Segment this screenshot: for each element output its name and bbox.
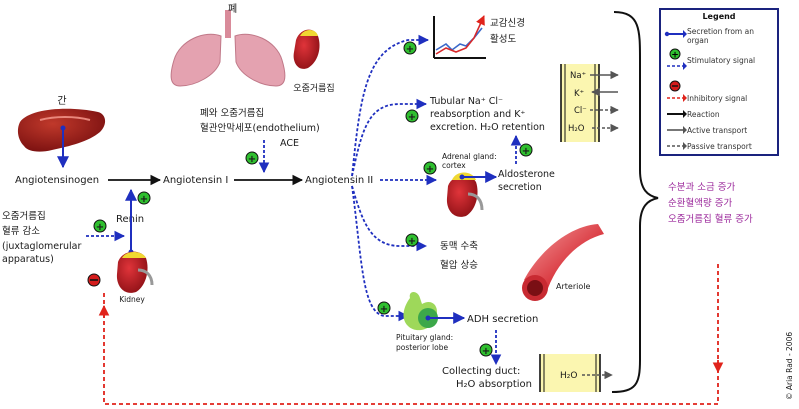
collecting-duct-icon bbox=[539, 354, 601, 392]
adrenal-line2: cortex bbox=[442, 161, 466, 170]
jga-line1: 오줌거름집 bbox=[2, 210, 46, 222]
inhibitory-feedback-arrow bbox=[103, 264, 719, 405]
copyright-label: © Aria Rad - 2006 bbox=[785, 332, 794, 400]
svg-text:+: + bbox=[426, 164, 434, 175]
legend-item-stimulatory: Stimulatory signal bbox=[687, 56, 756, 65]
ion-h2o-label: H₂O bbox=[568, 124, 585, 134]
vasoconstriction-line2: 혈압 상승 bbox=[440, 259, 478, 271]
arteriole-icon bbox=[522, 224, 604, 301]
adrenal-kidney-icon bbox=[446, 172, 484, 217]
result-line3: 오줌거름집 혈류 증가 bbox=[668, 213, 753, 225]
lung-label: 폐 bbox=[228, 3, 237, 15]
kidney-icon bbox=[116, 251, 154, 293]
ion-cl-label: Cl⁻ bbox=[574, 106, 587, 116]
legend-item-reaction: Reaction bbox=[687, 110, 720, 119]
stimulus-plus-marks: + + + + + + + + + + bbox=[93, 41, 533, 357]
aldosterone-line1: Aldosterone bbox=[498, 169, 555, 180]
pituitary-icon bbox=[403, 292, 438, 331]
legend-title: Legend bbox=[702, 12, 736, 21]
sympathetic-line1: 교감신경 bbox=[490, 17, 525, 29]
duct-h2o-label: H₂O bbox=[560, 371, 577, 381]
svg-text:+: + bbox=[406, 44, 414, 55]
angiotensin1-label: Angiotensin I bbox=[163, 175, 228, 186]
ace-label: ACE bbox=[280, 138, 299, 149]
arteriole-label: Arteriole bbox=[556, 282, 590, 291]
lung-icon bbox=[170, 10, 286, 87]
legend-item-passive-transport: Passive transport bbox=[687, 142, 752, 151]
kidney-top-label: 오줌거름집 bbox=[293, 82, 334, 94]
legend-item-active-transport: Active transport bbox=[687, 126, 748, 135]
collecting-line2: H₂O absorption bbox=[456, 379, 532, 390]
legend-item-inhibitory: Inhibitory signal bbox=[687, 94, 748, 103]
svg-text:+: + bbox=[96, 222, 104, 233]
svg-text:+: + bbox=[671, 51, 679, 61]
collecting-line1: Collecting duct: bbox=[442, 366, 520, 377]
svg-text:+: + bbox=[140, 194, 148, 205]
svg-text:+: + bbox=[380, 304, 388, 315]
adrenal-line1: Adrenal gland: bbox=[442, 152, 497, 161]
pituitary-line2: posterior lobe bbox=[396, 343, 448, 352]
svg-text:+: + bbox=[248, 154, 256, 165]
pituitary-line1: Pituitary gland: bbox=[396, 333, 453, 342]
result-line2: 순환혈액량 증가 bbox=[668, 197, 732, 209]
angiotensinogen-label: Angiotensinogen bbox=[15, 175, 99, 186]
svg-text:+: + bbox=[408, 236, 416, 247]
angiotensin2-label: Angiotensin II bbox=[305, 175, 373, 186]
svg-text:+: + bbox=[482, 346, 490, 357]
legend-item-secretion: Secretion from an organ bbox=[687, 27, 754, 45]
tubular-line3: excretion. H₂O retention bbox=[430, 122, 545, 133]
vasoconstriction-line1: 동맥 수축 bbox=[440, 241, 478, 252]
result-line1: 수분과 소금 증가 bbox=[668, 182, 735, 193]
jga-line3: (juxtaglomerular bbox=[2, 241, 82, 252]
ion-k-label: K⁺ bbox=[574, 89, 584, 99]
tubular-line2: reabsorption and K⁺ bbox=[430, 109, 525, 120]
legend-symbols: + bbox=[664, 30, 687, 150]
adh-label: ADH secretion bbox=[467, 314, 538, 325]
ang2-branches bbox=[351, 34, 438, 322]
svg-text:+: + bbox=[522, 146, 530, 157]
lung-ace-line1: 폐와 오줌거름집 bbox=[200, 107, 264, 119]
kidney-icon bbox=[293, 29, 320, 69]
lung-ace-line2: 혈관안막세포(endothelium) bbox=[200, 122, 320, 134]
ion-na-label: Na⁺ bbox=[570, 71, 586, 81]
jga-line4: apparatus) bbox=[2, 254, 54, 265]
inhibition-minus-mark bbox=[87, 273, 101, 287]
liver-icon bbox=[17, 108, 106, 152]
svg-text:+: + bbox=[408, 112, 416, 123]
liver-label: 간 bbox=[57, 95, 66, 107]
tubular-line1: Tubular Na⁺ Cl⁻ bbox=[429, 96, 503, 107]
jga-line2: 혈류 감소 bbox=[2, 225, 40, 237]
result-brace bbox=[611, 11, 659, 393]
sympathetic-line2: 활성도 bbox=[490, 33, 516, 45]
aldosterone-line2: secretion bbox=[498, 182, 542, 193]
kidney-bottom-label: Kidney bbox=[119, 295, 145, 304]
tubule-icon bbox=[560, 64, 600, 142]
sympathetic-graph-icon bbox=[433, 15, 486, 59]
legend: Legend + Secretion from an organ Stimula… bbox=[659, 8, 779, 156]
